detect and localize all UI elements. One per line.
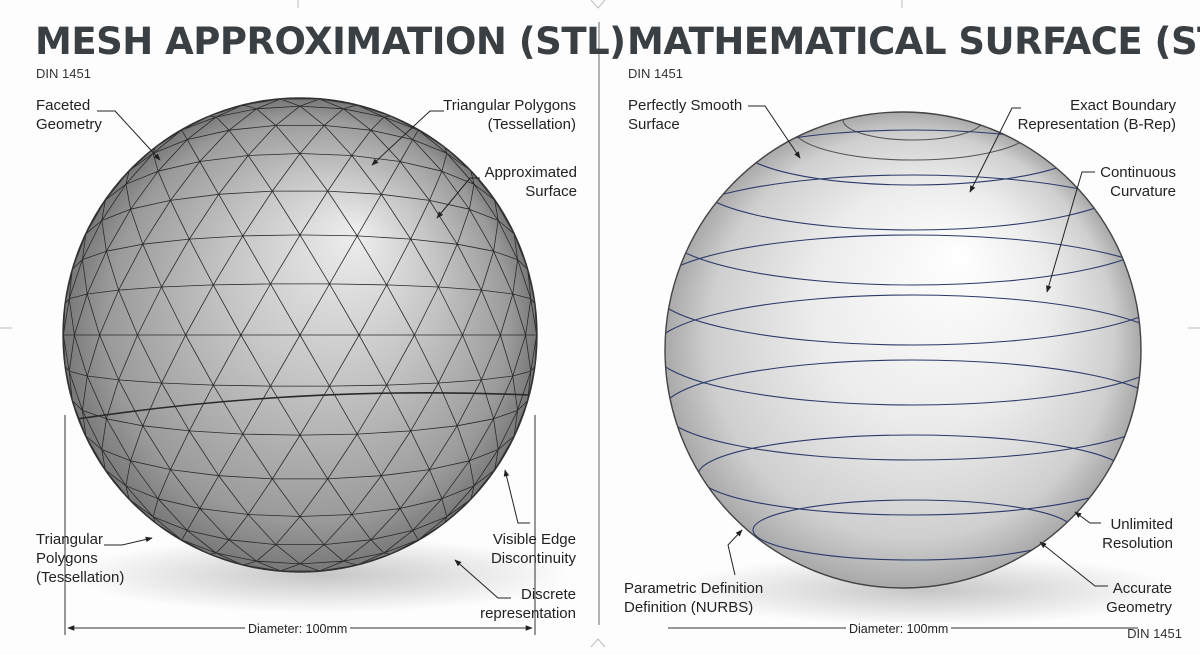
label-exact-boundary-representation: Exact Boundary Representation (B-Rep) bbox=[1017, 97, 1176, 133]
contour-line bbox=[665, 174, 1141, 286]
smooth-sphere-shadow bbox=[675, 554, 1175, 626]
right-standard-label: DIN 1451 bbox=[628, 66, 683, 81]
label-visible-edge-discontinuity: Visible Edge Discontinuity bbox=[490, 531, 576, 567]
right-diameter-label: Diameter: 100mm bbox=[846, 622, 952, 636]
left-standard-label: DIN 1451 bbox=[36, 66, 91, 81]
label-faceted-geometry: Faceted Geometry bbox=[36, 97, 102, 133]
smooth-sphere bbox=[664, 111, 1142, 589]
label-unlimited-resolution: Unlimited Resolution bbox=[1102, 516, 1173, 552]
right-panel-title: MATHEMATICAL SURFACE (STEP) bbox=[627, 20, 1200, 63]
left-diameter-label: Diameter: 100mm bbox=[245, 622, 351, 636]
leader-lines-right bbox=[727, 105, 1108, 587]
label-triangular-polygons-top: Triangular Polygons (Tessellation) bbox=[443, 97, 576, 133]
label-accurate-geometry: Accurate Geometry bbox=[1106, 580, 1172, 616]
label-perfectly-smooth-surface: Perfectly Smooth Surface bbox=[628, 97, 743, 133]
mesh-seam-edge bbox=[69, 391, 531, 421]
footer-standard-label: DIN 1451 bbox=[1127, 626, 1182, 641]
contour-line bbox=[665, 234, 1141, 346]
left-panel-title: MESH APPROXIMATION (STL) bbox=[35, 20, 626, 63]
label-continuous-curvature: Continuous Curvature bbox=[1100, 164, 1176, 200]
mesh-sphere-shadow bbox=[70, 537, 570, 613]
contour-line bbox=[665, 294, 1141, 406]
label-parametric-definition: Parametric Definition Definition (NURBS) bbox=[624, 580, 764, 616]
label-triangular-polygons-bottom: Triangular Polygons (Tessellation) bbox=[36, 531, 125, 586]
label-discrete-representation: Discrete representation bbox=[480, 586, 576, 622]
label-approximated-surface: Approximated Surface bbox=[484, 164, 577, 200]
mesh-sphere bbox=[62, 97, 538, 573]
leader-lines-left bbox=[97, 110, 530, 599]
contour-line bbox=[665, 359, 1141, 461]
